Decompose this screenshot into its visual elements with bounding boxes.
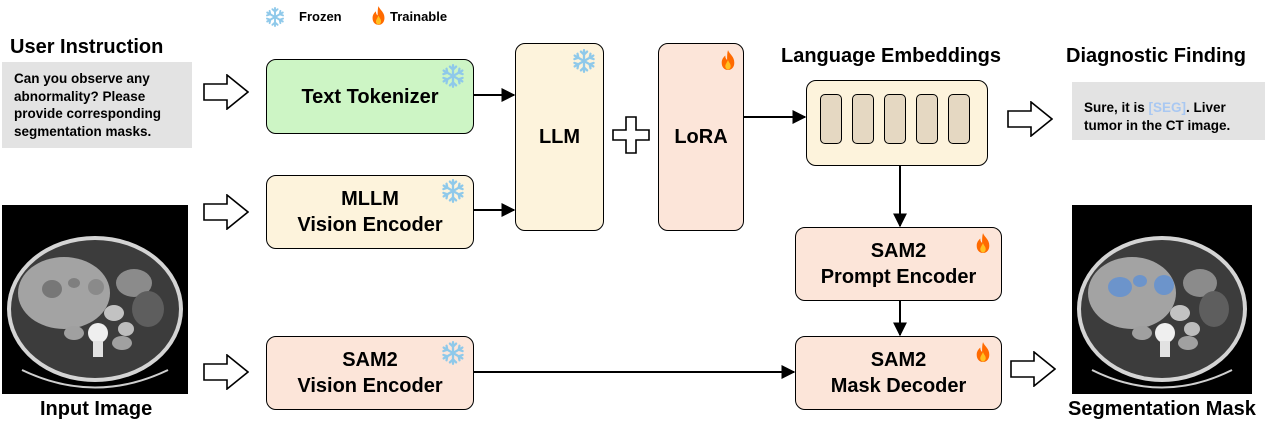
user-instruction-title: User Instruction <box>10 36 164 58</box>
language-embeddings-block <box>806 80 988 166</box>
prompt-encoder-flame-icon <box>974 232 992 254</box>
legend-trainable-label: Trainable <box>390 9 448 24</box>
trainable-legend-flame-icon <box>370 5 387 26</box>
llm-label: LLM <box>538 126 581 148</box>
mllm-vision-encoder-line1: MLLM <box>341 188 399 210</box>
sam2-vision-encoder-block: SAM2 Vision Encoder <box>266 336 474 410</box>
hollow-arrow-sam2-vision <box>203 354 249 390</box>
input-image-title: Input Image <box>40 398 153 420</box>
plus-icon <box>612 116 650 154</box>
sam2-mask-decoder-line2: Mask Decoder <box>830 375 967 397</box>
embedding-token <box>852 94 874 144</box>
segmentation-mask-title: Segmentation Mask <box>1068 398 1256 420</box>
text-tokenizer-block: Text Tokenizer <box>266 59 474 134</box>
legend-frozen-label: Frozen <box>299 9 342 24</box>
finding-line-2: tumor in the CT image. <box>1084 117 1231 133</box>
mask-decoder-flame-icon <box>974 341 992 363</box>
finding-suffix: . Liver <box>1186 100 1226 115</box>
language-embeddings-title: Language Embeddings <box>781 45 1002 67</box>
sam2-prompt-encoder-line1: SAM2 <box>870 240 927 262</box>
segmentation-mask-image <box>1072 205 1252 394</box>
diagnostic-finding-box: Sure, it is [SEG]. Liver tumor in the CT… <box>1072 82 1265 140</box>
sam2-vision-encoder-line2: Vision Encoder <box>297 375 443 397</box>
embedding-token <box>884 94 906 144</box>
instruction-line: Can you observe any <box>14 71 150 86</box>
tokenizer-snowflake-icon <box>441 64 465 88</box>
frozen-legend-snowflake-icon <box>265 7 285 27</box>
instruction-line: abnormality? Please <box>14 88 146 104</box>
text-tokenizer-label: Text Tokenizer <box>301 85 439 108</box>
llm-block: LLM <box>515 43 604 231</box>
hollow-arrow-finding <box>1007 101 1053 137</box>
diagnostic-finding-title: Diagnostic Finding <box>1066 45 1246 67</box>
instruction-line: provide corresponding <box>14 106 162 121</box>
sam2-prompt-encoder-block: SAM2 Prompt Encoder <box>795 227 1002 301</box>
hollow-arrow-mask <box>1010 351 1056 387</box>
lora-label: LoRA <box>674 126 728 148</box>
sam2-mask-decoder-line1: SAM2 <box>870 349 927 371</box>
mllm-vision-encoder-block: MLLM Vision Encoder <box>266 175 474 249</box>
hollow-arrow-instruction <box>203 74 249 110</box>
instruction-line: segmentation masks. <box>14 123 152 139</box>
lora-flame-icon <box>719 49 737 71</box>
embedding-token <box>916 94 938 144</box>
lora-block: LoRA <box>658 43 744 231</box>
embedding-token <box>820 94 842 144</box>
hollow-arrow-mllm <box>203 194 249 230</box>
finding-line-1: Sure, it is [SEG]. Liver <box>1084 99 1265 117</box>
user-instruction-box: Can you observe any abnormality? Please … <box>2 62 192 148</box>
input-ct-image <box>2 205 188 394</box>
mllm-snowflake-icon <box>441 179 465 203</box>
finding-prefix: Sure, it is <box>1084 100 1149 115</box>
llm-snowflake-icon <box>572 49 596 73</box>
sam2-vision-snowflake-icon <box>441 341 465 365</box>
sam2-prompt-encoder-line2: Prompt Encoder <box>820 266 977 288</box>
seg-token: [SEG] <box>1148 100 1187 115</box>
sam2-mask-decoder-block: SAM2 Mask Decoder <box>795 336 1002 410</box>
sam2-vision-encoder-line1: SAM2 <box>342 349 398 371</box>
mllm-vision-encoder-line2: Vision Encoder <box>297 214 443 236</box>
embedding-token <box>948 94 970 144</box>
